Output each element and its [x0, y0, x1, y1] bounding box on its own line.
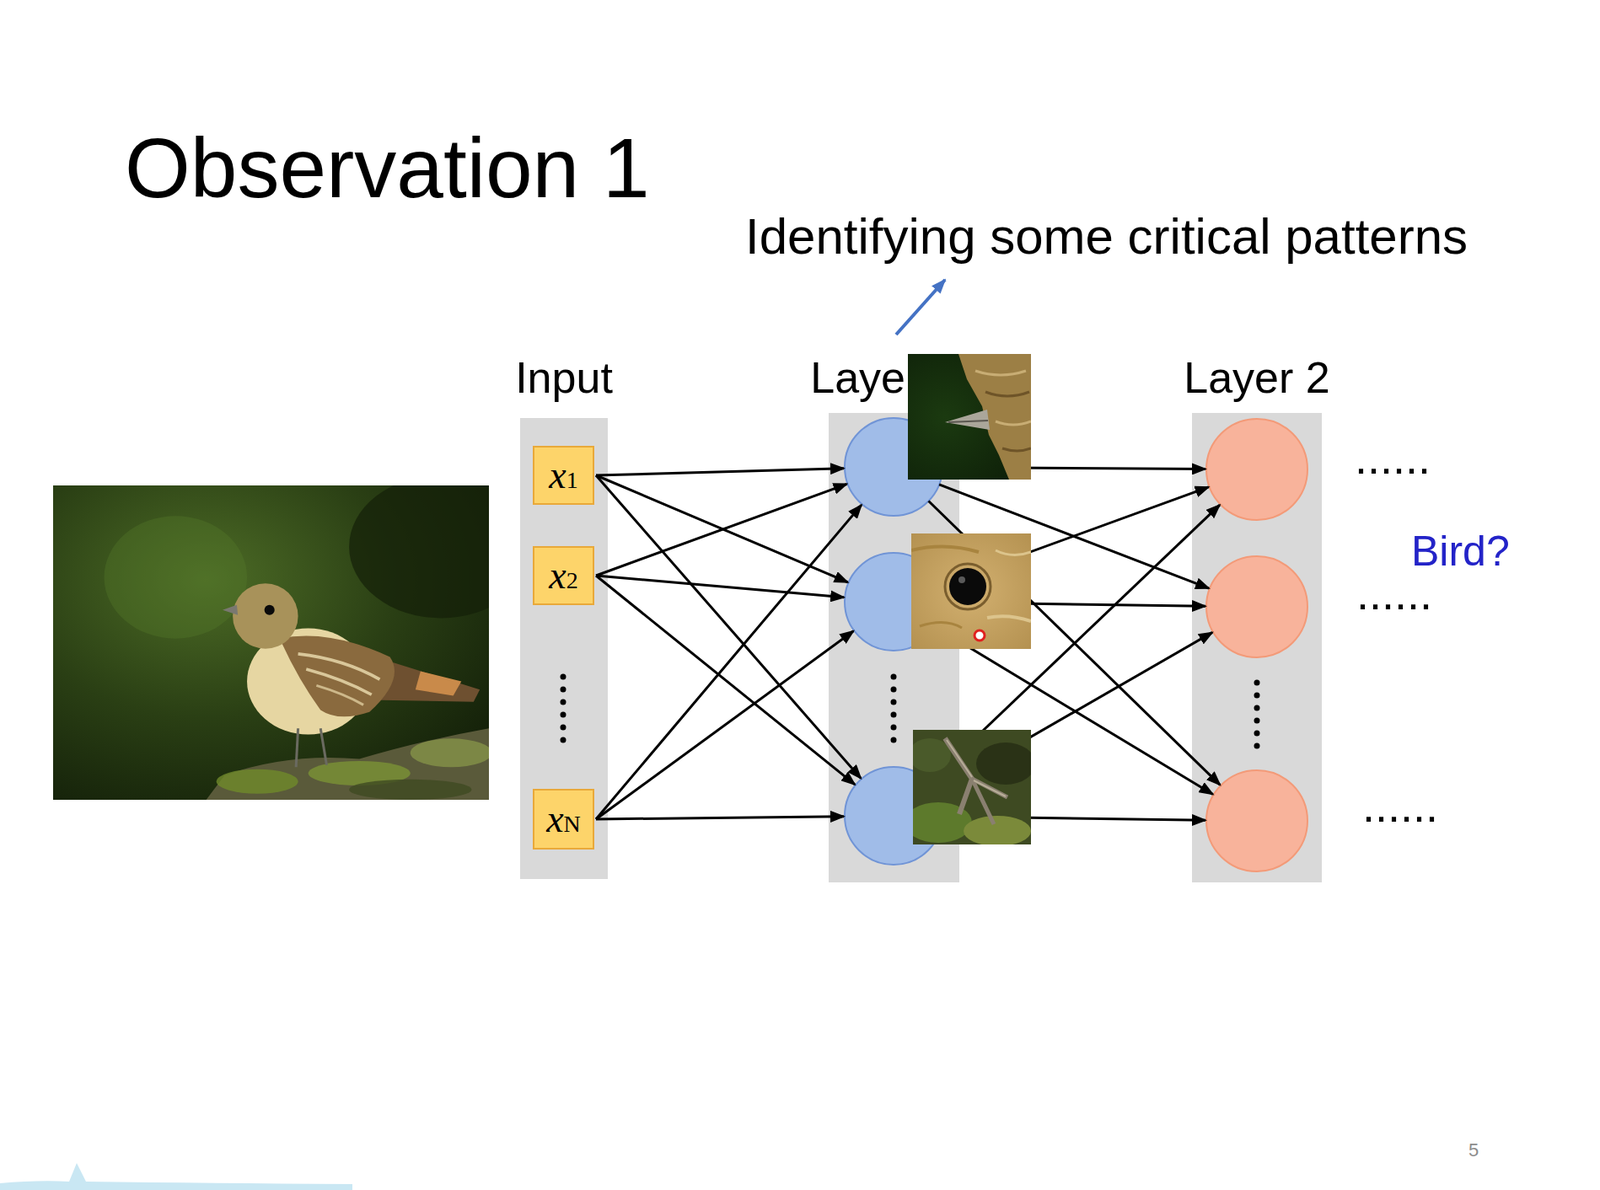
- ellipsis-dots: ......: [1354, 431, 1431, 484]
- wire: [595, 575, 855, 785]
- layer-heading: Input: [515, 353, 613, 404]
- input-box: x2: [532, 546, 595, 606]
- input-band: Inputx1x2xN: [520, 418, 608, 880]
- input-box: xN: [532, 789, 595, 850]
- variable-label: x2: [548, 556, 578, 596]
- layer-heading: Layer 2: [1183, 353, 1330, 404]
- pointer-arrow: [896, 279, 945, 335]
- input-box: x1: [532, 445, 595, 505]
- wire: [595, 468, 844, 476]
- ellipsis-dots: ......: [1362, 779, 1439, 833]
- wire: [595, 575, 844, 598]
- question-label: Bird?: [1411, 527, 1510, 577]
- wire: [935, 632, 1213, 792]
- ellipsis-dots: ......: [1356, 567, 1433, 620]
- variable-label: xN: [546, 800, 581, 839]
- layer-band: Layer 2: [1191, 413, 1322, 883]
- beak-patch: [907, 354, 1031, 480]
- slide-title: Observation 1: [124, 119, 650, 217]
- wire: [595, 483, 848, 576]
- input-band: [520, 418, 608, 880]
- eye-patch: [911, 533, 1031, 650]
- wire: [595, 816, 844, 820]
- wire: [595, 631, 854, 820]
- claw-patch: [904, 730, 1036, 847]
- layer-band: [1191, 413, 1322, 883]
- footer-wave: [0, 1163, 353, 1190]
- callout-text: Identifying some critical patterns: [745, 207, 1468, 266]
- wire: [595, 475, 861, 779]
- layer2-neurons: [1206, 418, 1308, 872]
- layer-band: Laye: [828, 413, 960, 883]
- layer-heading: Laye: [810, 353, 906, 404]
- wire: [595, 504, 862, 820]
- page-number: 5: [1468, 1139, 1479, 1161]
- variable-label: x1: [548, 456, 578, 495]
- bird-photo: [53, 475, 533, 800]
- network-wires: [595, 467, 1220, 821]
